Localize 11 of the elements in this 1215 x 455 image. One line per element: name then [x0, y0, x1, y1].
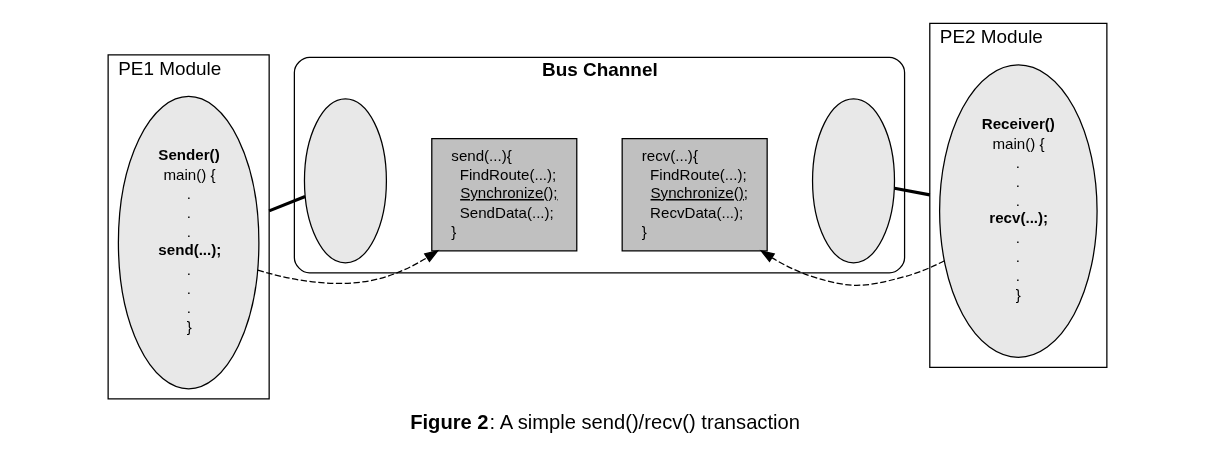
node-semicircle: [303, 98, 388, 264]
arrow: [257, 249, 440, 285]
node-semicircle: [811, 98, 896, 264]
connector: [268, 195, 306, 213]
caption: Figure 2: A simple send()/recv() transaction: [410, 410, 800, 433]
node-ellipse: Sender() main() { . . . send(...); . . . }: [117, 95, 260, 390]
connector: [894, 186, 931, 197]
node-box: send(...){ FindRoute(...); Synchronize(); SendData(...); }: [431, 138, 578, 252]
node-ellipse: Receiver() main() { . . . recv(...); . . . }: [938, 64, 1098, 358]
node-box: recv(...){ FindRoute(...); Synchronize(); RecvData(...); }: [621, 138, 768, 252]
arrow: [759, 249, 946, 286]
